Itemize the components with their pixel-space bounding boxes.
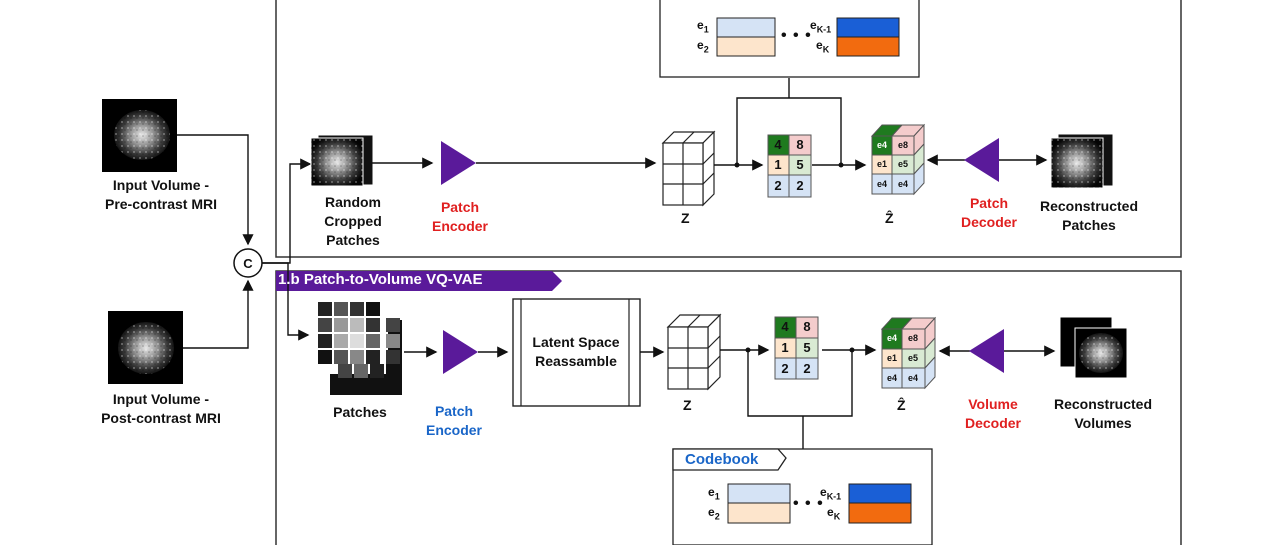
reconstructed-volumes-label: Reconstructed Volumes (1053, 396, 1153, 431)
bottom-zhat-cell: e1 (886, 353, 897, 363)
bottom-panel-title: 1.b Patch-to-Volume VQ-VAE (278, 271, 483, 288)
concat-to-bottom-arrow (262, 262, 310, 341)
top-z-cube (661, 130, 716, 207)
pre-to-concat-arrow (177, 134, 254, 246)
bottom-zhat-cell: e8 (907, 333, 918, 343)
top-patch-encoder-shape (441, 141, 476, 185)
reconstructed-patches-label: Reconstructed Patches (1039, 198, 1139, 233)
bottom-codebook-box (672, 448, 933, 545)
bottom-patch-encoder-label: Patch Encoder (425, 403, 482, 438)
pre-contrast-mri-image (102, 99, 177, 172)
top-zhat-cell: e4 (876, 140, 887, 150)
bottom-z-cube (666, 313, 722, 391)
bottom-grid-cell: 2 (781, 361, 789, 376)
patches-label: Patches (333, 404, 387, 420)
top-grid-cell: 5 (796, 157, 804, 172)
top-zhat-label: Ẑ (885, 210, 894, 226)
top-zhat-cell: e8 (897, 140, 908, 150)
top-codebook-e2-label: e2 (697, 38, 709, 55)
top-grid-cell: 4 (774, 137, 782, 152)
bottom-codebook-e1-label: e1 (708, 485, 720, 502)
patches-grid-image (318, 302, 402, 395)
top-grid-cell: 1 (774, 157, 782, 172)
bottom-zhat-label: Ẑ (897, 397, 906, 413)
latent-space-label: Latent Space Reassamble (532, 334, 620, 369)
top-grid-cell: 8 (796, 137, 804, 152)
pre-contrast-label: Input Volume - Pre-contrast MRI (104, 177, 218, 212)
latent-space-block (512, 298, 641, 407)
bottom-zhat-cell: e4 (886, 373, 897, 383)
bottom-codebook-loop (747, 350, 853, 417)
bottom-grid-cell: 2 (803, 361, 811, 376)
top-codebook-e1-label: e1 (697, 18, 709, 35)
top-codebook-ek1-label: eK-1 (810, 18, 832, 35)
top-grid-cell: 2 (796, 178, 804, 193)
top-zhat-cube (870, 123, 926, 196)
bottom-patch-encoder-shape (443, 330, 478, 374)
bottom-panel-banner (276, 271, 562, 291)
top-zhat-cell: e4 (876, 179, 887, 189)
top-patch-encoder-label: Patch Encoder (431, 199, 488, 234)
top-codebook-ek-label: eK (816, 38, 830, 55)
top-zhat-cell: e5 (897, 159, 908, 169)
top-patch-decoder-shape (964, 138, 999, 182)
bottom-index-grid (774, 316, 819, 380)
bottom-zhat-cell: e5 (907, 353, 918, 363)
bottom-codebook-ek1-label: eK-1 (820, 485, 842, 502)
bottom-codebook-dots: • • • (793, 495, 824, 512)
top-patch-decoder-label: Patch Decoder (960, 195, 1018, 230)
top-codebook-dots: • • • (781, 27, 812, 44)
top-zhat-cell: e4 (897, 179, 908, 189)
top-panel (275, 0, 1182, 258)
bottom-grid-cell: 1 (781, 340, 789, 355)
bottom-codebook-ek-label: eK (827, 505, 841, 522)
bottom-zhat-cube (880, 316, 937, 390)
top-index-grid (767, 134, 812, 198)
reconstructed-volumes-image (1059, 316, 1128, 379)
top-codebook-box (659, 0, 920, 78)
random-cropped-label: Random Cropped Patches (324, 194, 382, 248)
post-contrast-mri-image (108, 311, 183, 384)
volume-decoder-shape (969, 329, 1004, 373)
post-to-concat-arrow (183, 279, 254, 349)
top-z-label: Z (681, 210, 690, 226)
volume-decoder-label: Volume Decoder (964, 396, 1022, 431)
bottom-grid-cell: 4 (781, 319, 789, 334)
concat-symbol: C (243, 256, 253, 271)
top-zhat-cell: e1 (876, 159, 887, 169)
bottom-grid-cell: 5 (803, 340, 811, 355)
bottom-codebook-e2-label: e2 (708, 505, 720, 522)
reconstructed-patches-image (1050, 133, 1114, 189)
bottom-zhat-cell: e4 (907, 373, 918, 383)
bottom-z-label: Z (683, 397, 692, 413)
codebook-title: Codebook (685, 451, 759, 468)
bottom-grid-cell: 8 (803, 319, 811, 334)
post-contrast-label: Input Volume - Post-contrast MRI (101, 391, 221, 426)
random-cropped-patches-image (310, 134, 374, 187)
bottom-zhat-cell: e4 (886, 333, 897, 343)
codebook-tab (672, 448, 787, 471)
top-grid-cell: 2 (774, 178, 782, 193)
bottom-panel (275, 270, 1182, 545)
